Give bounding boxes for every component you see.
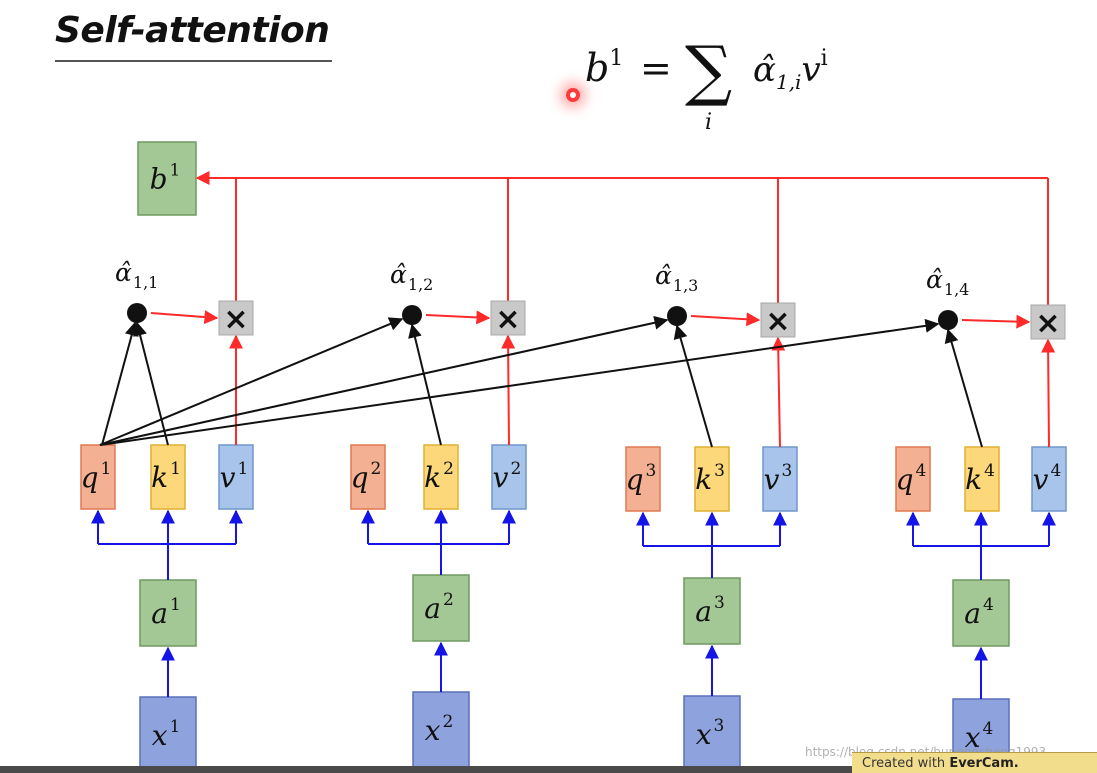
a1-box [139,579,197,647]
alpha3-to-mult3-arrow [690,312,761,327]
formula-equals: = [640,46,672,90]
k4-to-alpha4-arrow [944,328,983,448]
formula-lhs-sup: 1 [609,46,624,71]
v1-box [218,444,254,510]
k3-to-alpha3-arrow [673,324,713,448]
q1-to-alpha3-arrow [99,315,669,446]
x3-box [683,695,741,773]
formula-lhs: b1 [585,46,623,90]
sum-index: i [705,110,713,135]
alpha1-to-mult1-arrow [150,310,219,325]
k2-box [423,444,459,510]
alpha-1-1-label: α̂1,1 [115,258,158,292]
q4-box [895,446,931,512]
v3-to-mult3-arrow [771,336,786,448]
formula-lhs-base: b [585,46,610,90]
formula-v: v [801,50,821,90]
q1-box [80,444,116,510]
multiply-4-box [1030,304,1066,340]
x1-box [139,696,197,773]
alpha-1-3-label: α̂1,3 [655,261,698,295]
multiply-1-icon: × [223,302,248,337]
attention-formula: b1 = ∑ i α̂1,ivi [585,32,845,140]
evercam-badge: Created with EverCam. [852,752,1097,773]
alpha2-to-mult2-arrow [425,310,491,325]
multiply-1-box [218,300,254,336]
k1-to-alpha1-arrow [133,321,169,446]
output-b1-box [137,141,197,216]
badge-prefix: Created with [862,756,946,771]
alpha4-to-mult4-arrow [961,314,1031,329]
alpha-1-2-dot [402,305,422,325]
alpha-1-4-dot [938,310,958,330]
multiply-3-icon: × [765,304,790,339]
a3-box [683,577,741,645]
formula-v-sup: i [820,46,828,71]
formula-rhs: α̂1,ivi [753,46,828,94]
v4-to-mult4-arrow [1041,338,1056,448]
alpha-1-3-dot [667,306,687,326]
sum-symbol: ∑ [685,32,733,109]
v2-box [491,444,527,510]
q2-box [350,444,386,510]
alpha-1-2-label: α̂1,2 [390,260,433,294]
formula-alpha-sub: 1,i [775,70,802,94]
multiply-3-box [760,302,796,338]
alpha-1-1-dot [127,303,147,323]
a2-box [412,574,470,642]
bottom-bar [0,766,1097,773]
v3-box [762,446,798,512]
slide-title: Self-attention [55,10,330,51]
v4-box [1031,446,1067,512]
k3-box [694,446,730,512]
multiply-4-icon: × [1035,306,1060,341]
multiply-2-box [490,300,526,336]
formula-alpha: α̂ [753,50,776,90]
x2-box [412,691,470,769]
v2-to-mult2-arrow [501,334,516,446]
a4-box [952,579,1010,647]
title-underline [55,60,332,62]
alpha-1-4-label: α̂1,4 [926,265,969,299]
multiply-2-icon: × [495,302,520,337]
q3-box [625,446,661,512]
q1-to-alpha2-arrow [99,317,404,446]
q1-to-alpha4-arrow [99,318,940,446]
q1-to-alpha1-arrow [101,321,139,446]
badge-brand: EverCam. [949,756,1019,771]
laser-pointer [566,88,580,102]
k2-to-alpha2-arrow [408,323,442,446]
